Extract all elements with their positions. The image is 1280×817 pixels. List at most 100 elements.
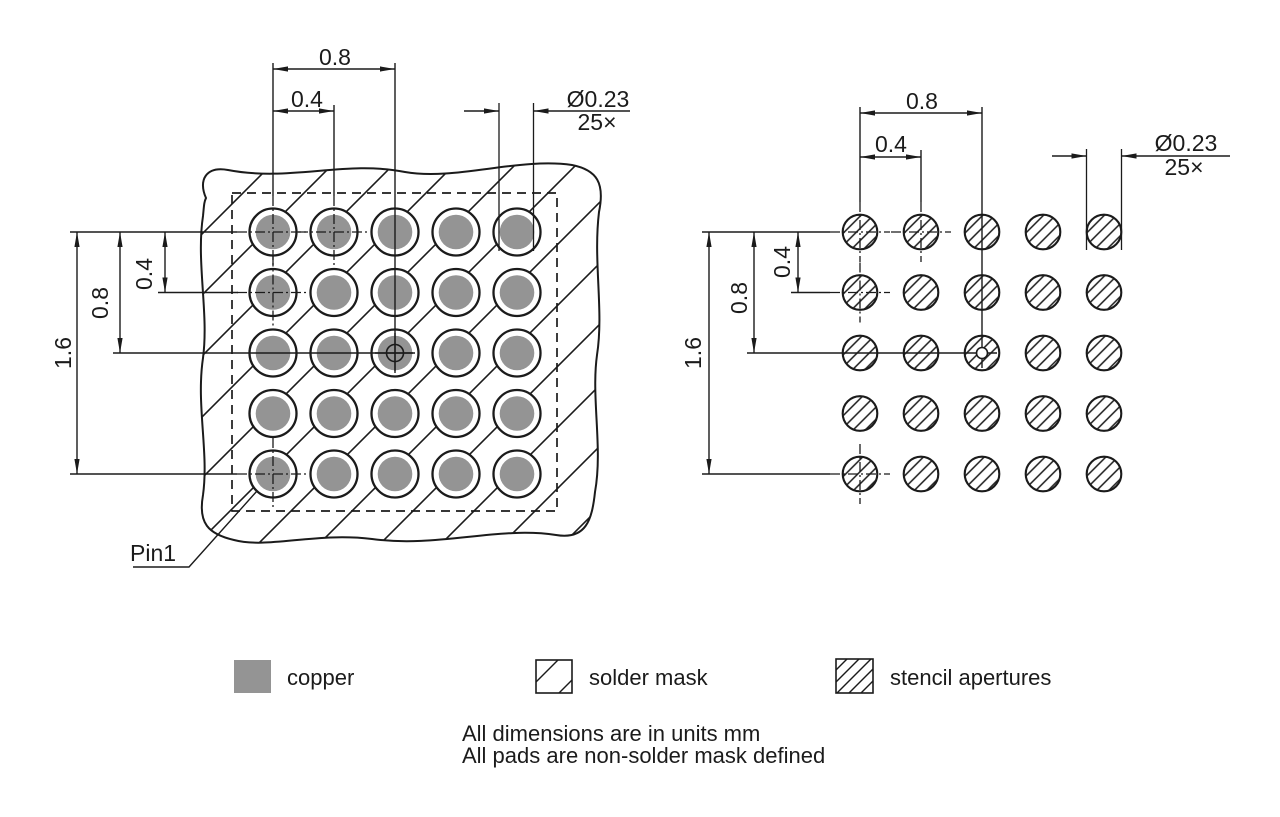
stencil-aperture: [841, 455, 879, 493]
note-nsmd: All pads are non-solder mask defined: [462, 743, 825, 768]
copper-pad: [377, 456, 413, 492]
pin1-leader-line: [133, 490, 258, 568]
origin-marker: [975, 346, 989, 360]
copper-pad: [316, 396, 352, 431]
copper-pad: [499, 275, 535, 310]
dimension-arrowhead: [795, 232, 801, 247]
dimension-arrowhead: [117, 232, 123, 247]
hatch-line: [200, 163, 378, 543]
drawing-notes: All dimensions are in units mm All pads …: [462, 721, 825, 768]
dim-horizontal-0_4: 0.4: [291, 86, 323, 112]
dim-horizontal-0_4: 0.4: [875, 131, 907, 157]
stencil-aperture: [1085, 395, 1123, 432]
dimension-arrowhead: [706, 232, 712, 247]
swatch-hatch-line: [535, 659, 559, 683]
left-dimension-lines: [70, 63, 630, 510]
legend-label-copper: copper: [287, 665, 354, 690]
copper-pad: [438, 335, 474, 371]
dimension-arrowhead: [860, 110, 875, 116]
stencil-aperture: [902, 274, 940, 311]
copper-pad: [438, 396, 474, 431]
copper-pad: [499, 456, 535, 492]
swatch-hatch-line: [848, 668, 874, 694]
dimension-arrowhead: [967, 110, 982, 116]
stencil-aperture: [1024, 455, 1062, 493]
dim-vertical-0_8: 0.8: [87, 287, 113, 319]
copper-pad: [438, 456, 474, 492]
dim-vertical-1_6: 1.6: [680, 337, 706, 369]
dimension-arrowhead: [162, 232, 168, 247]
hatch-line: [323, 163, 601, 543]
copper-pad: [499, 214, 535, 250]
pin1-label: Pin1: [130, 540, 176, 566]
stencil-aperture: [1024, 213, 1062, 251]
stencil-aperture: [902, 455, 940, 493]
origin-marker: [385, 343, 405, 363]
stencil-aperture: [841, 395, 879, 432]
stencil-aperture: [902, 395, 940, 432]
dimension-arrowhead: [706, 459, 712, 474]
dimension-arrowhead: [273, 108, 288, 114]
hatch-line: [200, 163, 317, 543]
copper-pad: [316, 456, 352, 492]
swatch-hatch-line: [835, 658, 860, 683]
dim-vertical-1_6: 1.6: [50, 337, 76, 369]
dim-pad-diameter: Ø0.23: [567, 86, 630, 112]
dimension-arrowhead: [380, 66, 395, 72]
copper-pad: [255, 396, 291, 431]
swatch-hatch-line: [835, 658, 848, 671]
legend-swatch-copper: [234, 660, 271, 693]
dim-pad-diameter: Ø0.23: [1155, 130, 1218, 156]
stencil-aperture: [963, 455, 1001, 493]
dimension-arrowhead: [906, 154, 921, 160]
dimension-arrowhead: [484, 108, 499, 114]
dimension-arrowhead: [533, 108, 549, 114]
hatch-line: [384, 163, 601, 543]
stencil-aperture: [1024, 274, 1062, 311]
dim-pad-count: 25×: [577, 109, 616, 135]
legend: copper solder mask stencil apertures: [234, 658, 1051, 694]
dim-horizontal-0_8: 0.8: [906, 88, 938, 114]
dim-vertical-0_4: 0.4: [131, 258, 157, 290]
dimension-arrowhead: [751, 232, 757, 247]
right-dimension-lines: [702, 107, 1230, 504]
swatch-hatch-line: [558, 679, 573, 694]
dimension-arrowhead: [1121, 153, 1137, 159]
copper-pad: [499, 396, 535, 431]
stencil-aperture: [841, 274, 879, 311]
dimension-arrowhead: [1071, 153, 1087, 159]
dimension-arrowhead: [319, 108, 334, 114]
dimension-arrowhead: [162, 277, 168, 293]
stencil-aperture: [1085, 455, 1123, 493]
legend-label-stencil-apertures: stencil apertures: [890, 665, 1051, 690]
dimension-arrowhead: [273, 66, 288, 72]
note-units: All dimensions are in units mm: [462, 721, 760, 746]
right-view-stencil-apertures: 0.8 0.4 Ø0.23 25× 1.6 0.8 0.4: [680, 88, 1230, 504]
hatch-line: [506, 163, 601, 543]
dim-vertical-0_4: 0.4: [769, 246, 795, 278]
copper-pad: [438, 275, 474, 310]
stencil-aperture: [902, 213, 940, 251]
stencil-aperture: [1085, 213, 1123, 251]
legend-swatch-solder-mask: [535, 659, 573, 694]
dim-pad-count: 25×: [1164, 154, 1203, 180]
dim-horizontal-0_8: 0.8: [319, 44, 351, 70]
stencil-aperture: [963, 395, 1001, 432]
left-view-copper-soldermask: 0.8 0.4 Ø0.23 25× 1.6 0.8 0.4 Pin1: [50, 44, 630, 568]
dimension-arrowhead: [751, 338, 757, 353]
dimension-arrowhead: [860, 154, 875, 160]
copper-pad: [316, 275, 352, 310]
stencil-aperture: [1085, 334, 1123, 372]
dim-vertical-0_8: 0.8: [726, 282, 752, 314]
stencil-aperture: [841, 213, 879, 251]
copper-pad: [438, 214, 474, 250]
hatch-line: [445, 163, 601, 543]
dimension-arrowhead: [74, 459, 80, 474]
dimension-arrowhead: [795, 277, 801, 293]
copper-pad: [499, 335, 535, 371]
dimension-arrowhead: [74, 232, 80, 247]
stencil-aperture: [1085, 274, 1123, 311]
copper-pad: [377, 396, 413, 431]
